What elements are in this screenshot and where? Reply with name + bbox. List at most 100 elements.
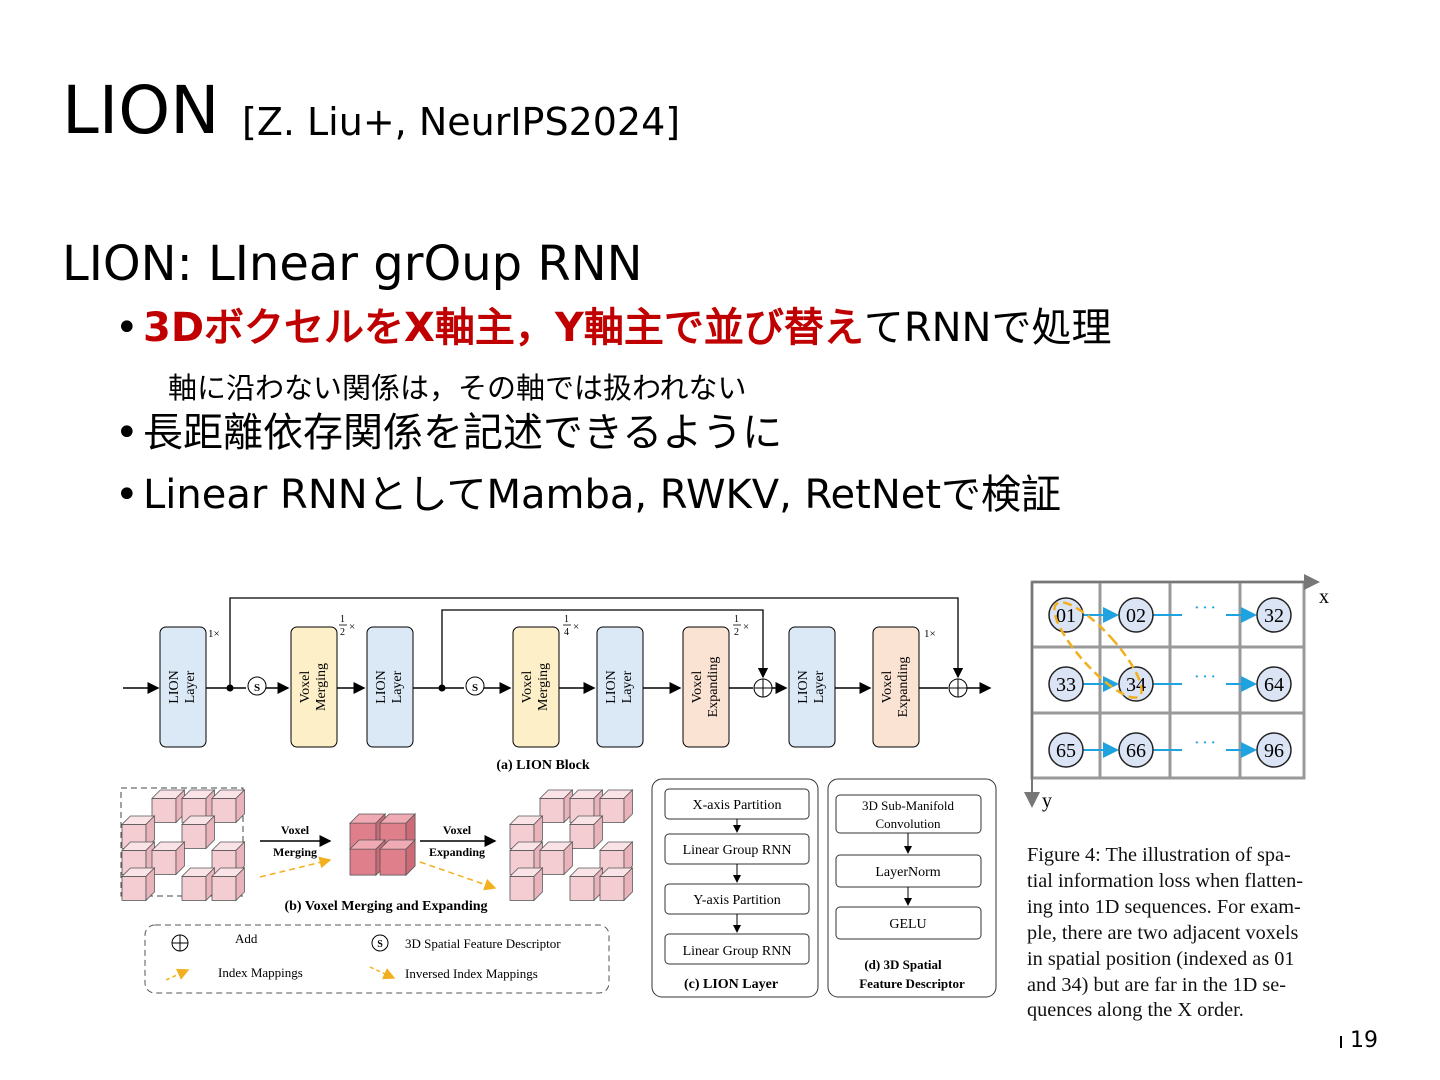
voxel-expanding-box [682, 626, 730, 748]
svg-text:(d) 3D Spatial: (d) 3D Spatial [864, 957, 942, 972]
title-reference: [Z. Liu+, NeurIPS2024] [242, 100, 681, 144]
voxel-merging-box [290, 626, 338, 748]
svg-text:Y-axis Partition: Y-axis Partition [693, 893, 781, 908]
spatial-descriptor-node [465, 676, 485, 696]
voxel-node [1118, 666, 1154, 702]
voxel-node [1256, 732, 1292, 768]
bullet-marker: • [115, 410, 139, 456]
svg-text:×: × [573, 621, 579, 633]
lion-layer-box [159, 626, 207, 748]
svg-text:Voxel: Voxel [298, 671, 313, 704]
svg-text:LION: LION [796, 670, 811, 703]
lion-block-diagram: LION Layer 1× S Voxel Merging 1 2 × LION… [123, 597, 992, 773]
svg-text:×: × [743, 621, 749, 633]
voxel-node [1048, 666, 1084, 702]
svg-text:Voxel: Voxel [690, 671, 705, 704]
voxel-cube [379, 813, 417, 851]
bullet-1-highlight: 3DボクセルをX軸主，Y軸主で並び替え [143, 305, 864, 351]
svg-text:Layer: Layer [183, 670, 198, 703]
voxel-node [1118, 732, 1154, 768]
voxel-node [1256, 597, 1292, 633]
svg-text:1: 1 [564, 614, 569, 625]
voxel-cube [569, 867, 604, 902]
svg-text:Feature Descriptor: Feature Descriptor [859, 976, 965, 991]
svg-text:Merging: Merging [273, 845, 317, 859]
svg-text:LION: LION [604, 670, 619, 703]
voxel-expanding-box [872, 626, 920, 748]
lion-architecture-figure: LION Layer 1× S Voxel Merging 1 2 × LION… [120, 597, 997, 998]
voxel-cube [151, 789, 186, 824]
legend: Add S 3D Spatial Feature Descriptor Inde… [144, 924, 610, 994]
lion-block-caption: (a) LION Block [496, 758, 590, 773]
svg-text:Expanding: Expanding [896, 657, 911, 718]
lion-layer-box [788, 626, 836, 748]
voxel-index: 64 [1264, 674, 1284, 696]
svg-text:GELU: GELU [889, 917, 926, 932]
svg-text:Index Mappings: Index Mappings [218, 965, 303, 980]
voxel-index: 01 [1056, 605, 1076, 627]
bullet-2-text: 長距離依存関係を記述できるように [143, 410, 783, 456]
svg-text:Voxel: Voxel [443, 823, 472, 837]
bullet-marker: • [115, 305, 139, 351]
svg-text:Merging: Merging [536, 663, 551, 711]
lion-layer-label: LION [167, 670, 182, 703]
voxel-merging-box [512, 626, 560, 748]
slide-title: LION [62, 72, 220, 149]
svg-text:X-axis Partition: X-axis Partition [692, 798, 781, 813]
voxel-cube [151, 841, 186, 876]
voxel-index: 65 [1056, 740, 1076, 762]
bullet-3-text: Linear RNNとしてMamba, RWKV, RetNetで検証 [143, 472, 1062, 518]
voxel-cube [211, 867, 246, 902]
voxel-cube [181, 815, 216, 850]
bullet-marker: • [115, 472, 139, 518]
voxel-index: 32 [1264, 605, 1284, 627]
svg-text:1: 1 [734, 614, 739, 625]
voxel-node [1256, 666, 1292, 702]
voxel-cube [599, 789, 634, 824]
svg-text:2: 2 [734, 627, 739, 638]
svg-text:Merging: Merging [314, 663, 329, 711]
voxel-cube [509, 867, 544, 902]
voxel-cube [539, 841, 574, 876]
voxel-cube [181, 867, 216, 902]
svg-text:Inversed Index Mappings: Inversed Index Mappings [405, 966, 538, 981]
svg-text:×: × [349, 621, 355, 633]
voxel-cube [599, 867, 634, 902]
ellipsis: · · · [1194, 601, 1215, 616]
svg-text:S: S [377, 939, 383, 950]
svg-text:Voxel: Voxel [880, 671, 895, 704]
voxel-cube [539, 789, 574, 824]
svg-text:1×: 1× [924, 628, 936, 640]
svg-text:Layer: Layer [390, 670, 405, 703]
bullet-3: •Linear RNNとしてMamba, RWKV, RetNetで検証 [115, 475, 1061, 515]
voxel-index: 96 [1264, 740, 1284, 762]
y-axis-label: y [1042, 790, 1052, 812]
ellipsis: · · · [1194, 670, 1215, 685]
svg-text:S: S [472, 682, 478, 694]
page-number: 19 [1340, 1028, 1378, 1053]
voxel-cube [379, 839, 417, 877]
svg-text:Add: Add [235, 931, 258, 946]
bullet-1: •3DボクセルをX軸主，Y軸主で並び替えてRNNで処理 [115, 308, 1111, 348]
svg-text:Layer: Layer [620, 670, 635, 703]
svg-text:1×: 1× [208, 628, 220, 640]
voxel-node [1048, 732, 1084, 768]
lion-layer-caption: (c) LION Layer [684, 977, 778, 992]
ellipsis: · · · [1194, 736, 1215, 751]
x-axis-label: x [1319, 586, 1329, 608]
bullet-1-rest: てRNNで処理 [863, 305, 1112, 351]
voxel-node [1118, 597, 1154, 633]
svg-text:Linear Group RNN: Linear Group RNN [683, 944, 792, 959]
svg-text:LayerNorm: LayerNorm [875, 865, 940, 880]
svg-text:Linear Group RNN: Linear Group RNN [683, 843, 792, 858]
voxel-index: 33 [1056, 674, 1076, 696]
figure-caption: Figure 4: The illustration of spa- tial … [1027, 844, 1303, 1022]
voxel-merging-diagram: Voxel Merging Voxel Expanding (b) Voxel … [120, 787, 634, 914]
svg-text:Voxel: Voxel [281, 823, 310, 837]
voxel-index: 66 [1126, 740, 1146, 762]
svg-text:Expanding: Expanding [706, 657, 721, 718]
svg-text:2: 2 [340, 627, 345, 638]
